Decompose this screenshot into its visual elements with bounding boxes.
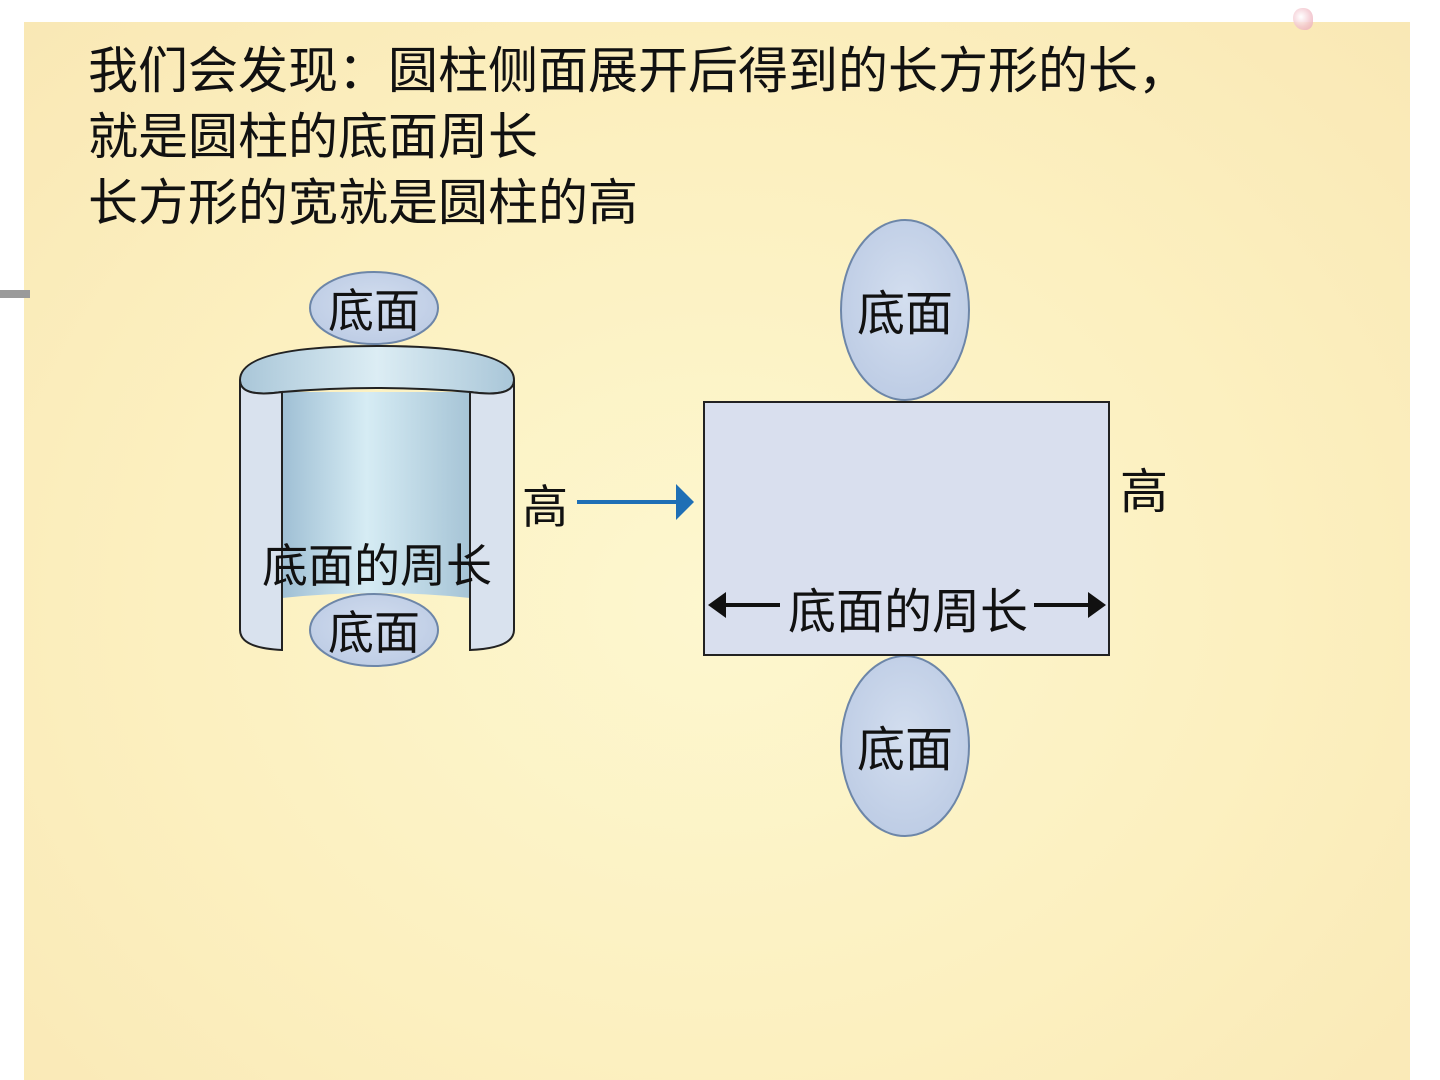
net-lateral-rectangle [703,401,1110,656]
length-right-arrow-icon [1034,592,1106,618]
cylinder-top-rim [238,344,516,395]
length-left-arrow-icon [708,592,780,618]
explanation-line-1: 我们会发现：圆柱侧面展开后得到的长方形的长， [88,42,1188,100]
slide-edge-marker [0,290,30,298]
decoration-petal-icon [1293,8,1313,30]
cylinder-left-flap [239,379,283,652]
net-top-base [840,219,970,401]
cylinder-top-base [309,271,439,345]
net-height-label: 高 [1120,464,1168,520]
cylinder-inner-surface [282,392,470,598]
opened-cylinder: 底面 底面 底面的周长 高 [238,271,568,667]
net-top-base-label: 底面 [857,286,953,342]
cylinder-right-flap [469,379,515,652]
net-bottom-base-label: 底面 [857,722,953,778]
cylinder-bottom-base-label: 底面 [328,606,420,660]
explanation-line-3: 长方形的宽就是圆柱的高 [88,174,638,232]
net-length-label: 底面的周长 [788,584,1028,640]
unfold-arrow-icon [577,484,694,520]
cylinder-bottom-base [309,593,439,667]
explanation-text: 我们会发现：圆柱侧面展开后得到的长方形的长， 就是圆柱的底面周长 长方形的宽就是… [88,38,1188,236]
cylinder-net: 底面 底面 底面的周长 高 [703,219,1168,837]
cylinder-height-label: 高 [522,480,568,534]
cylinder-top-base-label: 底面 [328,284,420,338]
cylinder-circumference-label: 底面的周长 [262,539,492,593]
explanation-line-2: 就是圆柱的底面周长 [88,108,538,166]
